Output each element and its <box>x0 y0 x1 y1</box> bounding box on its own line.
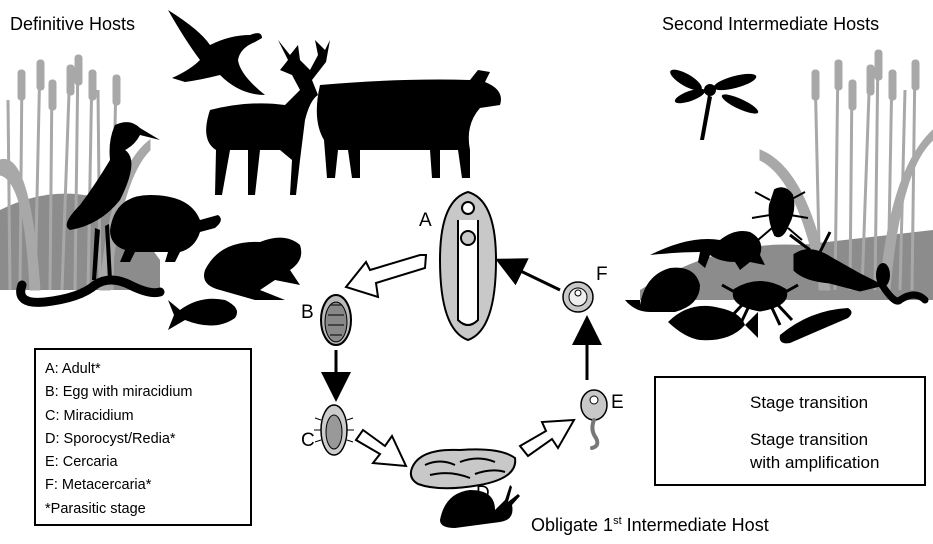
legend-item: E: Cercaria <box>45 451 250 474</box>
stage-label-c: C <box>301 430 315 452</box>
amplification-arrow-a-to-b <box>346 255 426 297</box>
amplification-arrow-d-to-e <box>520 420 574 456</box>
turtle-icon <box>110 195 221 262</box>
stage-label-a: A <box>419 210 432 232</box>
legend-item: B: Egg with miracidium <box>45 381 250 404</box>
duck-icon <box>168 10 265 95</box>
fish-icon-2nd <box>668 306 758 340</box>
frog-icon <box>204 238 301 300</box>
adult-fluke-illustration <box>440 192 496 340</box>
stage-label-d: D <box>476 483 490 505</box>
amplification-arrow-c-to-d <box>356 430 406 466</box>
sporocyst-illustration <box>411 449 515 488</box>
miracidium-illustration <box>314 405 354 455</box>
egg-illustration <box>321 295 351 345</box>
legend-item: C: Miracidium <box>45 405 250 428</box>
fish-icon <box>168 299 237 330</box>
cow-icon <box>317 70 501 178</box>
stage-label-e: E <box>611 392 624 414</box>
legend-note: *Parasitic stage <box>45 498 250 521</box>
first-intermediate-host-title: Obligate 1st Intermediate Host <box>531 515 769 536</box>
definitive-hosts-title: Definitive Hosts <box>10 14 135 35</box>
key-amplification-label-line1: Stage transition <box>750 429 868 451</box>
dragonfly-icon <box>667 66 760 140</box>
right-reeds-illustration <box>640 50 933 300</box>
legend-item: F: Metacercaria* <box>45 474 250 497</box>
metacercaria-illustration <box>563 282 593 312</box>
key-transition-label: Stage transition <box>750 392 868 414</box>
transition-arrow-f-to-a <box>506 264 560 290</box>
leech-icon <box>780 308 852 343</box>
snail-icon-2nd <box>625 268 700 312</box>
key-amplification-label-line2: with amplification <box>750 452 879 474</box>
left-reeds-illustration <box>0 55 160 290</box>
stage-label-f: F <box>596 264 608 286</box>
stage-legend: A: Adult* B: Egg with miracidium C: Mira… <box>34 348 252 526</box>
cercaria-illustration <box>581 390 607 448</box>
legend-item: A: Adult* <box>45 358 250 381</box>
legend-item: D: Sporocyst/Redia* <box>45 428 250 451</box>
second-intermediate-hosts-title: Second Intermediate Hosts <box>662 14 879 35</box>
stage-label-b: B <box>301 302 314 324</box>
